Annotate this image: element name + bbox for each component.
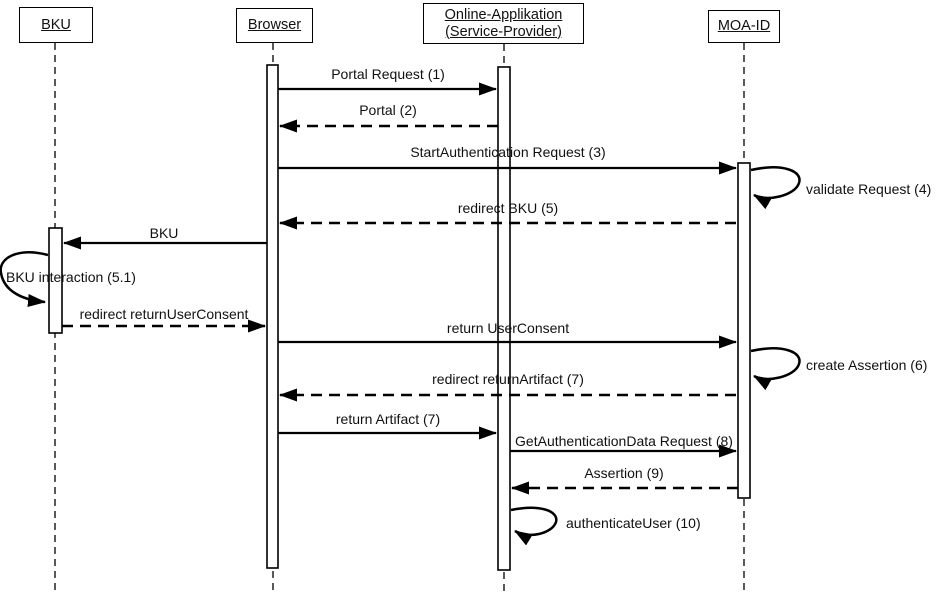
message-label-create-assertion-6: create Assertion (6) xyxy=(806,357,928,373)
actor-label-bku: BKU xyxy=(41,16,71,33)
actor-box-online-app: Online-Applikation (Service-Provider) xyxy=(423,3,584,44)
self-loop-create-assertion-6 xyxy=(750,347,801,391)
activation-bar-bku xyxy=(48,227,63,334)
activation-bar-moa-id xyxy=(737,162,751,499)
message-label-return-user-consent: return UserConsent xyxy=(446,320,570,336)
message-label-authenticate-user-10: authenticateUser (10) xyxy=(566,515,701,531)
message-label-portal-2: Portal (2) xyxy=(359,102,417,118)
self-loop-bku-interaction-5-1 xyxy=(0,251,49,307)
actor-label-browser: Browser xyxy=(247,17,302,33)
message-label-get-authentication-data-request-8: GetAuthenticationData Request (8) xyxy=(515,433,733,449)
actor-label-online-app: Online-Applikation (Service-Provider) xyxy=(444,6,563,40)
actor-label-moa-id: MOA-ID xyxy=(717,18,771,34)
self-loop-authenticate-user-10 xyxy=(510,506,558,546)
message-label-validate-request-4: validate Request (4) xyxy=(806,181,932,197)
actor-box-moa-id: MOA-ID xyxy=(708,10,780,43)
message-label-assertion-9: Assertion (9) xyxy=(584,465,664,481)
message-label-redirect-return-user-consent: redirect returnUserConsent xyxy=(79,306,249,322)
message-label-return-artifact-7: return Artifact (7) xyxy=(335,411,441,427)
activation-bar-online-app xyxy=(497,66,511,571)
activation-bar-browser xyxy=(266,64,279,569)
actor-box-browser: Browser xyxy=(236,8,313,43)
message-label-bku: BKU xyxy=(149,225,179,241)
actor-box-bku: BKU xyxy=(19,7,93,43)
message-label-portal-request-1: Portal Request (1) xyxy=(331,66,445,82)
message-label-bku-interaction-5-1: BKU interaction (5.1) xyxy=(6,269,136,285)
message-label-redirect-return-artifact-7: redirect returnArtifact (7) xyxy=(432,371,584,387)
self-loop-validate-request-4 xyxy=(750,166,801,210)
message-label-redirect-bku-5: redirect BKU (5) xyxy=(457,200,559,216)
message-label-start-authentication-request-3: StartAuthentication Request (3) xyxy=(410,144,606,160)
